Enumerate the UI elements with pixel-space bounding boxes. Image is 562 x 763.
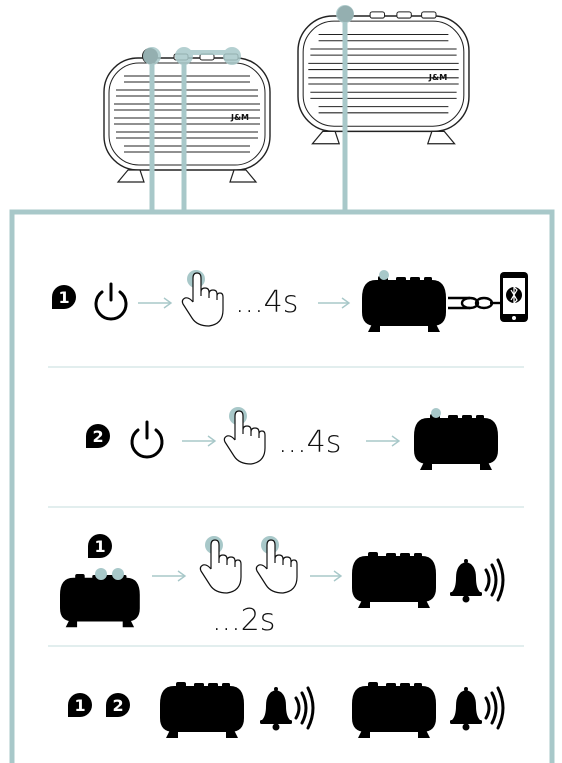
- hold-duration: ...2s: [212, 603, 275, 638]
- power-icon: [96, 284, 126, 319]
- brand-logo: J&M: [230, 113, 249, 122]
- step-3: 1 ...2s: [60, 534, 503, 638]
- step-badge: 2: [86, 424, 110, 448]
- hold-duration: ...4s: [278, 425, 341, 460]
- hold-duration: ...4s: [235, 285, 298, 320]
- speaker-icon: [362, 276, 446, 332]
- phone-bluetooth-icon: [500, 272, 528, 322]
- step-4: 1 2: [68, 682, 503, 738]
- svg-text:1: 1: [74, 696, 85, 715]
- brand-logo: J&M: [428, 72, 447, 82]
- arrow-icon: [182, 436, 215, 446]
- bell-sound-icon: [260, 687, 313, 731]
- step-1: 1 ...4s: [52, 270, 528, 332]
- arrow-icon: [138, 298, 171, 308]
- power-icon: [132, 422, 162, 457]
- arrow-icon: [318, 298, 349, 308]
- speaker-left-drawing: J&M: [104, 48, 270, 182]
- press-highlight: [379, 270, 389, 280]
- svg-text:2: 2: [92, 427, 103, 446]
- speaker-icon: [414, 414, 498, 470]
- svg-text:1: 1: [94, 537, 105, 556]
- arrow-icon: [366, 436, 399, 446]
- step-badge: 1: [88, 534, 112, 558]
- press-highlight: [95, 568, 107, 580]
- speaker-right-drawing: J&M: [298, 6, 469, 144]
- speaker-icon: [352, 682, 436, 738]
- press-highlight: [431, 408, 441, 418]
- step-badge: 1: [52, 285, 76, 309]
- arrow-icon: [310, 571, 341, 581]
- bell-sound-icon: [450, 559, 503, 603]
- svg-text:1: 1: [58, 288, 69, 307]
- chain-link-icon: [448, 298, 500, 308]
- bell-sound-icon: [450, 687, 503, 731]
- step-badge: 1: [68, 693, 92, 717]
- speaker-icon: [60, 574, 140, 627]
- arrow-icon: [152, 571, 185, 581]
- svg-text:2: 2: [112, 696, 123, 715]
- speaker-icon: [160, 682, 244, 738]
- press-highlight: [112, 568, 124, 580]
- step-badge: 2: [106, 693, 130, 717]
- step-2: 2 ...4s: [86, 407, 498, 470]
- speaker-icon: [352, 552, 436, 608]
